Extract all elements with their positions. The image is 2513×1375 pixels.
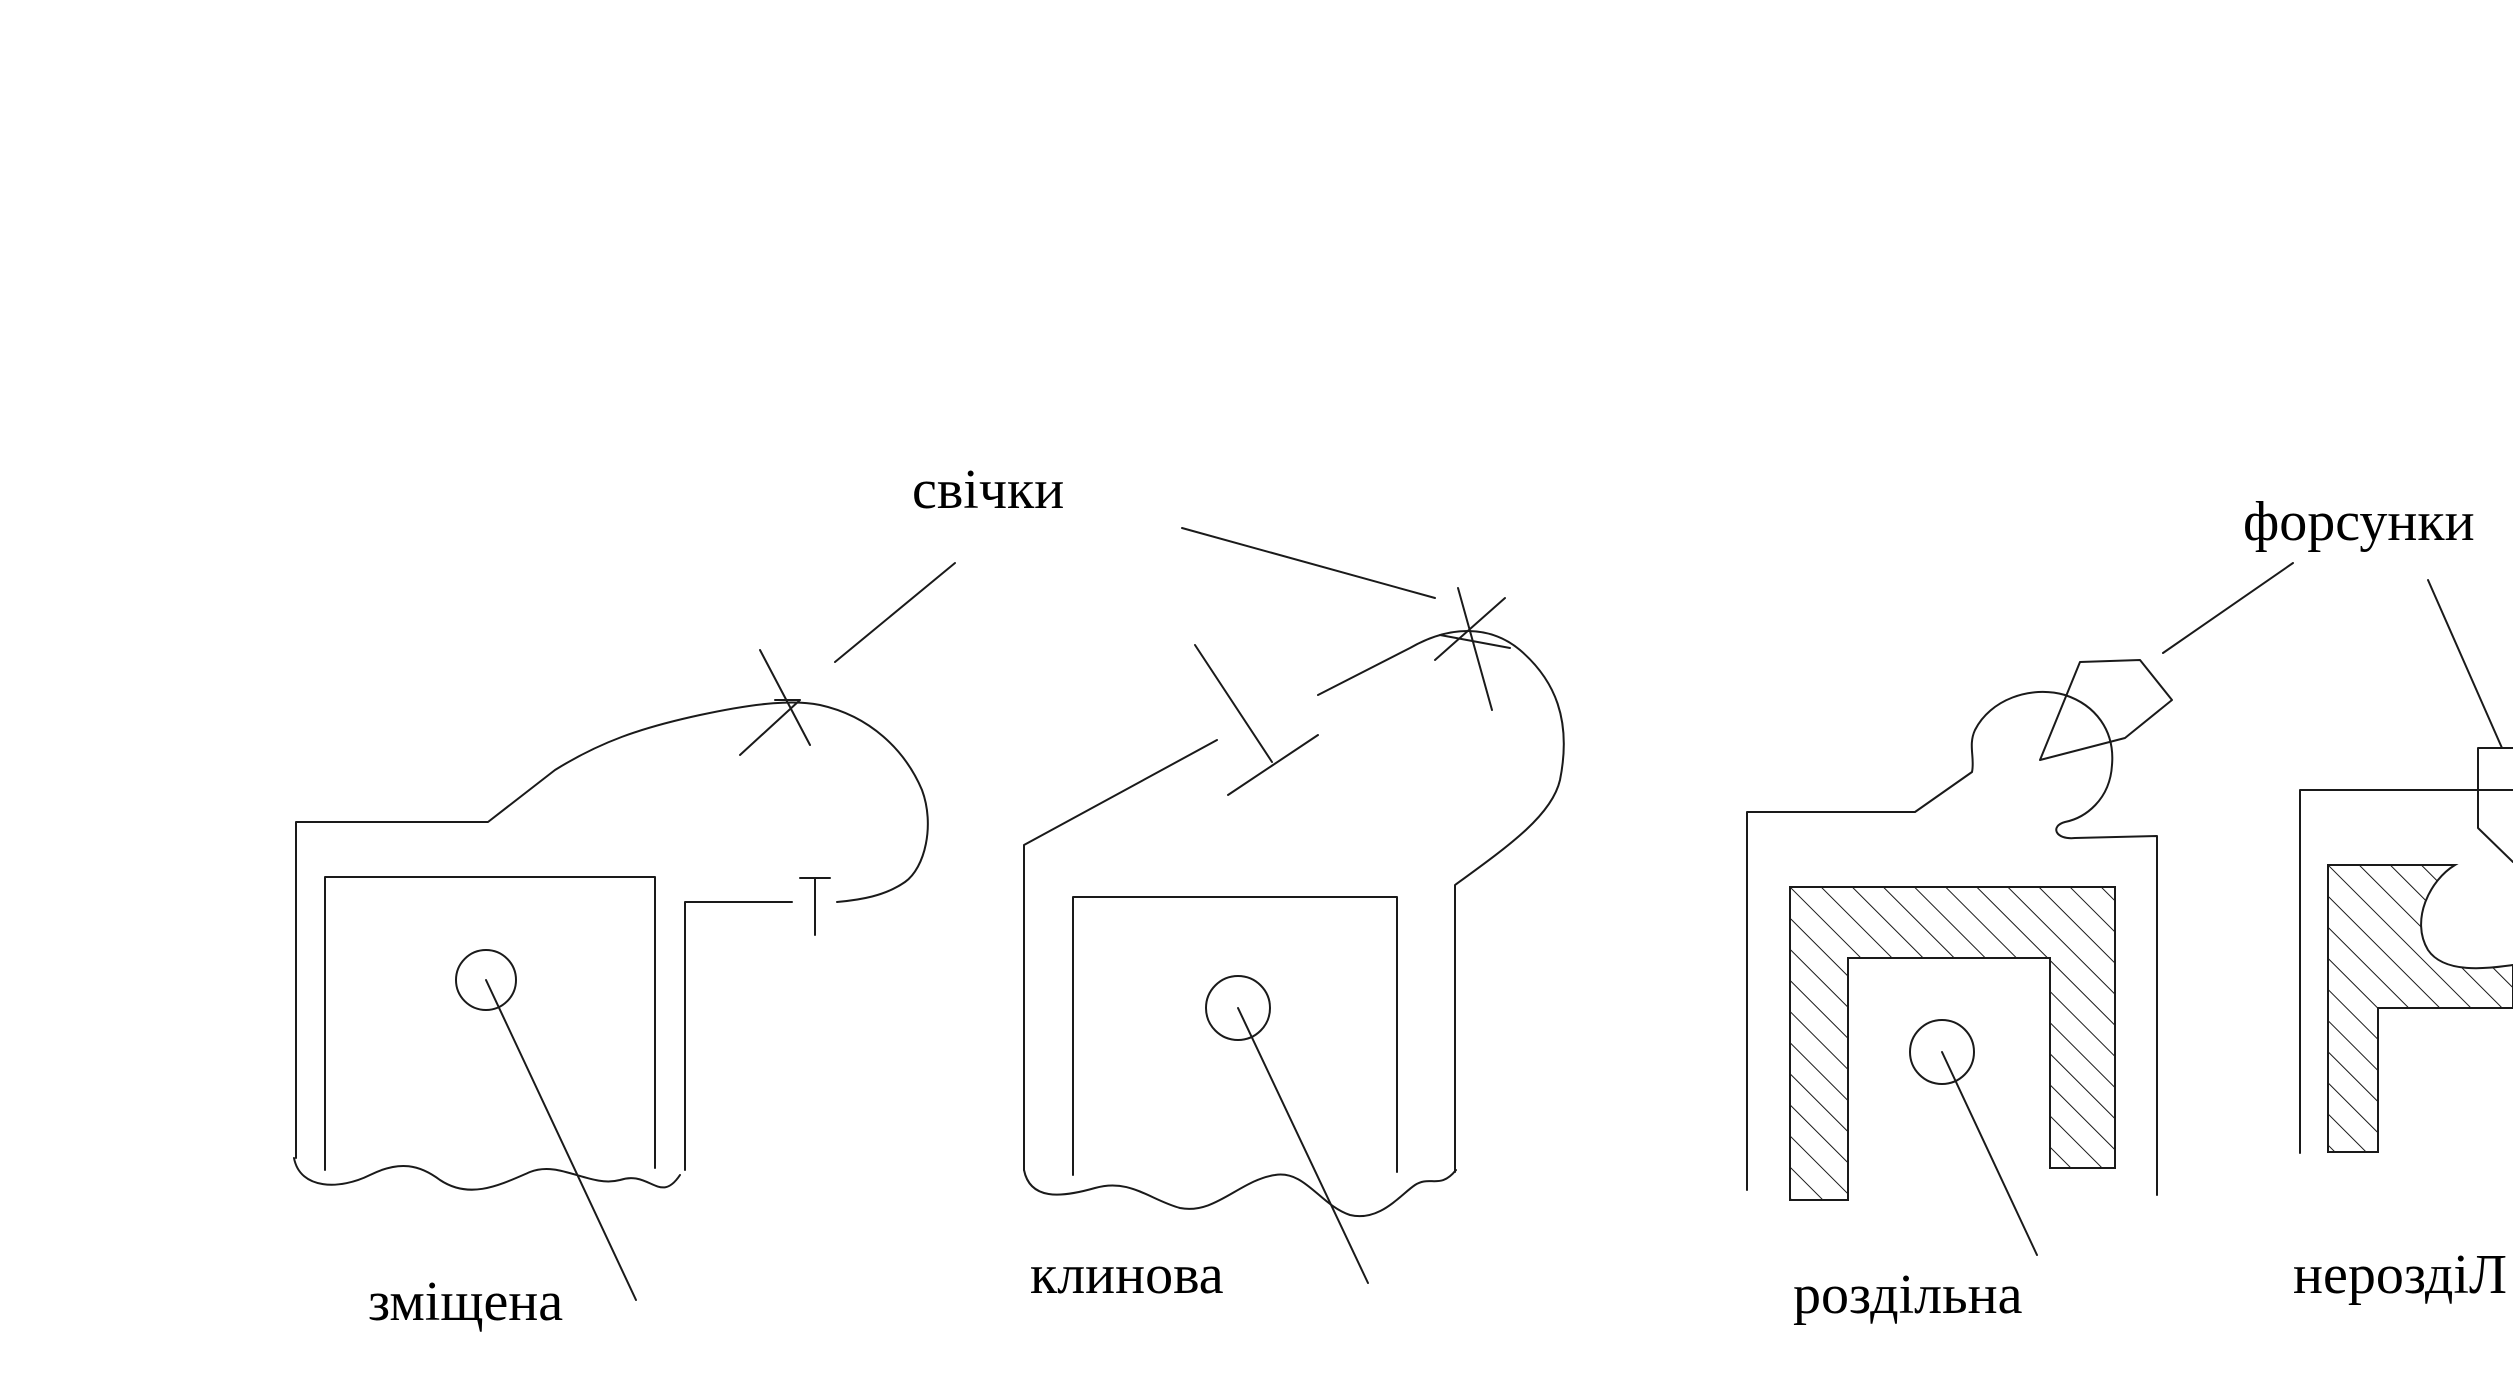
wedge-spark-plug-flange xyxy=(1194,644,1319,796)
label-divided: роздільна xyxy=(1793,1264,2023,1326)
spark-leader-1 xyxy=(834,562,956,663)
divided-chamber-outline xyxy=(1746,690,2158,1196)
injector-leader-1 xyxy=(2162,562,2294,654)
divided-chamber xyxy=(1746,562,2294,1256)
offset-piston-pin xyxy=(455,949,517,1011)
wedge-wavy-bottom xyxy=(1023,1169,1457,1218)
spark-leader-2 xyxy=(1181,527,1436,599)
undivided-chamber xyxy=(2299,579,2513,1154)
offset-chamber-right-wall xyxy=(684,901,793,1171)
divided-piston-pin xyxy=(1909,1019,1975,1085)
label-wedge: клинова xyxy=(1030,1244,1224,1306)
offset-wavy-bottom xyxy=(293,1157,681,1191)
wedge-piston xyxy=(1072,896,1398,1176)
undivided-chamber-outline xyxy=(2299,789,2513,1154)
offset-chamber-outline xyxy=(295,701,929,1159)
label-spark-plugs: свічки xyxy=(912,459,1064,521)
offset-piston xyxy=(324,876,656,1171)
injector-leader-2 xyxy=(2427,579,2503,749)
undivided-injector-icon xyxy=(2477,747,2513,863)
offset-leader-pin xyxy=(485,979,637,1301)
offset-spark-plug-icon xyxy=(739,649,811,756)
offset-chamber xyxy=(293,562,956,1301)
label-injectors: форсунки xyxy=(2243,491,2475,553)
label-undivided: нероздіЛ xyxy=(2293,1244,2507,1306)
offset-spark-plug-side xyxy=(799,877,831,936)
divided-piston xyxy=(1789,886,2116,1201)
divided-leader-pin xyxy=(1941,1051,2038,1256)
wedge-piston-pin xyxy=(1205,975,1271,1041)
wedge-leader-pin xyxy=(1237,1007,1369,1284)
wedge-chamber xyxy=(1023,527,1565,1284)
wedge-chamber-head xyxy=(1317,630,1565,1173)
label-offset: зміщена xyxy=(368,1271,563,1333)
divided-injector-icon xyxy=(2039,659,2173,761)
wedge-chamber-left-roof xyxy=(1023,739,1218,1171)
undivided-piston xyxy=(2327,864,2513,1153)
wedge-spark-plug-icon xyxy=(1434,587,1511,711)
